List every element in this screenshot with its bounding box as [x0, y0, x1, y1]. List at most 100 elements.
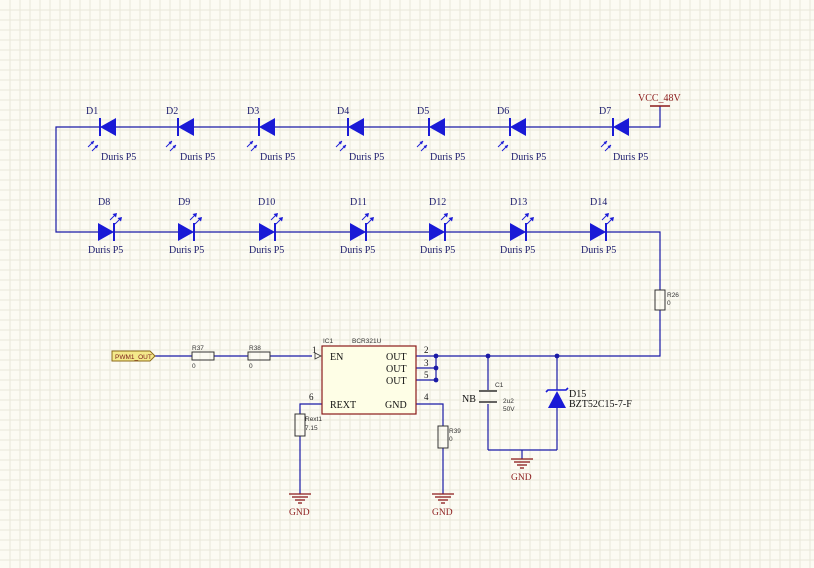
led-d1[interactable]	[87, 118, 116, 152]
vcc-label: VCC_48V	[638, 93, 682, 104]
ground-symbols	[289, 458, 533, 504]
gnd-r39[interactable]	[432, 493, 454, 504]
c1-ref: C1	[495, 382, 504, 389]
resistor-r26[interactable]: R26 0	[654, 289, 679, 311]
light-arrowhead	[604, 213, 609, 218]
led-ref: D3	[247, 106, 259, 117]
zener-bar	[545, 387, 569, 393]
ic-body	[321, 345, 417, 415]
light-arrowhead	[603, 141, 607, 145]
junction-dot	[433, 365, 439, 371]
zener-diode-icon	[548, 391, 566, 408]
resistor-body	[191, 351, 215, 361]
light-arrowhead	[249, 141, 253, 145]
led-value: Duris P5	[511, 152, 546, 163]
led-triangle-icon	[348, 118, 364, 136]
junction-dot	[433, 377, 439, 383]
led-d4[interactable]	[335, 118, 364, 152]
r38-ref: R38	[249, 345, 261, 352]
light-arrowhead	[168, 141, 172, 145]
light-arrowhead	[338, 141, 342, 145]
resistor-r39[interactable]: R39 0	[437, 425, 461, 449]
light-arrowhead	[443, 213, 448, 218]
led-d7[interactable]	[600, 118, 629, 152]
pin-number: 1	[312, 345, 317, 355]
light-arrowhead	[607, 145, 611, 149]
rext-ref: Rext1	[305, 416, 322, 423]
led-d5[interactable]	[416, 118, 445, 152]
led-top-labels: D1 D2 D3 D4 D5 D6 D7 Duris P5 Duris P5 D…	[86, 106, 648, 163]
gnd-c1-d15[interactable]	[511, 458, 533, 469]
junction-dot	[433, 353, 439, 359]
vcc-power-port[interactable]: VCC_48V	[638, 93, 682, 107]
led-triangle-icon	[590, 223, 606, 241]
light-arrowhead	[419, 141, 423, 145]
led-ref: D1	[86, 106, 98, 117]
light-arrowhead	[500, 141, 504, 145]
resistor-body	[654, 289, 666, 311]
led-ref: D12	[429, 197, 446, 208]
pwm-label: PWM1_OUT	[115, 354, 152, 361]
led-d11[interactable]	[350, 213, 374, 241]
ic-pin-gnd: GND	[385, 400, 407, 411]
light-arrowhead	[197, 217, 202, 222]
input-arrow-icon	[314, 352, 322, 360]
resistor-r38[interactable]: R38 0	[247, 345, 271, 370]
led-triangle-icon	[510, 223, 526, 241]
zener-d15[interactable]: D15 BZT52C15-7-F	[545, 387, 632, 410]
light-arrowhead	[423, 145, 427, 149]
resistor-r37[interactable]: R37 0	[191, 345, 215, 370]
led-ref: D9	[178, 197, 190, 208]
led-d2[interactable]	[165, 118, 194, 152]
resistor-body	[247, 351, 271, 361]
light-arrowhead	[192, 213, 197, 218]
led-value: Duris P5	[260, 152, 295, 163]
led-d8[interactable]	[98, 213, 122, 241]
led-value: Duris P5	[500, 245, 535, 256]
pwm-port[interactable]: PWM1_OUT	[111, 350, 156, 362]
r39-value: 0	[449, 436, 453, 443]
led-d6[interactable]	[497, 118, 526, 152]
led-d14[interactable]	[590, 213, 614, 241]
gnd-rext[interactable]	[289, 493, 311, 504]
ic1-bcr321u[interactable]: IC1 BCR321U EN OUT OUT OUT REXT GND 1 2 …	[309, 338, 429, 415]
led-triangle-icon	[613, 118, 629, 136]
r26-value: 0	[667, 300, 671, 307]
led-triangle-icon	[510, 118, 526, 136]
ic-pin-out: OUT	[386, 376, 407, 387]
led-d3[interactable]	[246, 118, 275, 152]
r39-ref: R39	[449, 428, 461, 435]
led-ref: D14	[590, 197, 607, 208]
led-value: Duris P5	[169, 245, 204, 256]
light-arrowhead	[504, 145, 508, 149]
led-value: Duris P5	[581, 245, 616, 256]
pin-number: 5	[424, 370, 429, 380]
gnd-label: GND	[432, 508, 453, 518]
light-arrowhead	[448, 217, 453, 222]
pin-number: 2	[424, 345, 429, 355]
wires	[55, 106, 661, 494]
r38-value: 0	[249, 363, 253, 370]
led-value: Duris P5	[349, 152, 384, 163]
light-arrowhead	[112, 213, 117, 218]
led-triangle-icon	[259, 223, 275, 241]
port-arrow-icon	[111, 350, 156, 362]
r26-ref: R26	[667, 292, 679, 299]
led-ref: D8	[98, 197, 110, 208]
led-d12[interactable]	[429, 213, 453, 241]
led-d9[interactable]	[178, 213, 202, 241]
led-value: Duris P5	[88, 245, 123, 256]
ic-pin-out: OUT	[386, 364, 407, 375]
c1-voltage: 50V	[503, 406, 515, 413]
led-ref: D5	[417, 106, 429, 117]
led-bottom-labels: D8 D9 D10 D11 D12 D13 D14 Duris P5 Duris…	[88, 197, 616, 256]
junction-dot	[554, 353, 560, 359]
led-d10[interactable]	[259, 213, 283, 241]
led-row-bottom	[98, 213, 614, 241]
capacitor-c1[interactable]: C1 2u2 50V NB	[462, 382, 515, 413]
resistor-rext1[interactable]: Rext1 7.15	[294, 413, 322, 437]
resistor-body	[294, 413, 306, 437]
led-d13[interactable]	[510, 213, 534, 241]
d15-ref: D15	[569, 389, 586, 400]
